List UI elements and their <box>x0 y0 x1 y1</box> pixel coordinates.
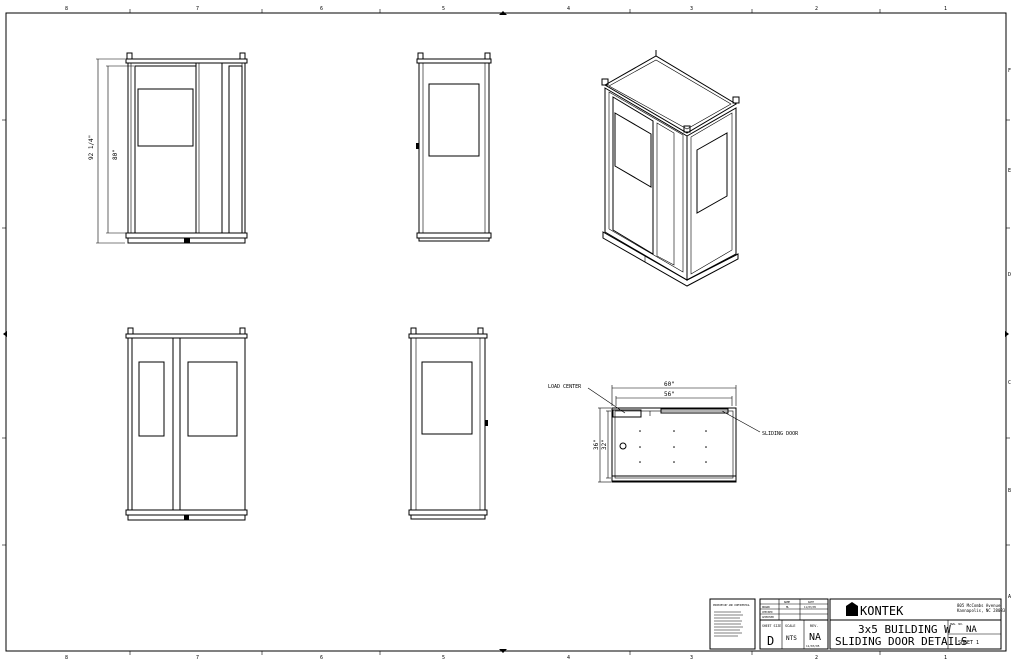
name-label: NAME <box>784 600 791 604</box>
center-mark-left <box>3 331 7 337</box>
sheet-size-label: SHEET SIZE <box>762 624 781 628</box>
callout-load-center: LOAD CENTER <box>548 384 582 390</box>
drawn-by: ML <box>786 605 790 609</box>
col-label-top-4: 5 <box>442 6 445 12</box>
dwg-no-value: NA <box>966 625 977 635</box>
drawn-date: 11/03/05 <box>804 605 817 609</box>
company-address-line2: Kannapolis, NC 28083 <box>957 608 1006 613</box>
col-label-top-5: 4 <box>567 6 570 12</box>
scale-value: NTS <box>786 635 797 642</box>
col-label-top-2: 7 <box>196 6 199 12</box>
col-label-top-8: 1 <box>944 6 947 12</box>
row-label-5: B <box>1008 488 1011 494</box>
col-label-top-7: 2 <box>815 6 818 12</box>
col-label-bottom-5: 4 <box>567 655 570 661</box>
col-label-bottom-6: 3 <box>690 655 693 661</box>
col-label-bottom-8: 1 <box>944 655 947 661</box>
drawing-border: 8 7 6 5 4 3 2 1 8 7 6 5 4 3 2 1 F E D C … <box>2 6 1011 661</box>
approved-label: APPROVED <box>762 615 775 619</box>
plan-view: 60" 56" 36" 32" LOAD CENTER SLIDING DOOR <box>548 381 799 483</box>
row-label-1: F <box>1008 68 1011 74</box>
col-label-top-3: 6 <box>320 6 323 12</box>
col-label-bottom-1: 8 <box>65 655 68 661</box>
scale-label: SCALE <box>785 624 796 628</box>
sheet-size-value: D <box>767 634 774 648</box>
dim-plan-outer-width: 60" <box>664 381 675 388</box>
center-mark-right <box>1005 331 1009 337</box>
rear-elevation-view <box>125 327 248 521</box>
dim-overall-height: 92 1/4" <box>88 135 95 160</box>
drawing-title-line1: 3x5 BUILDING W <box>858 623 951 636</box>
date-label: DATE <box>808 600 815 604</box>
dim-plan-inner-depth: 32" <box>601 439 608 450</box>
title-block: PROPRIETARY AND CONFIDENTIAL NAME DATE D… <box>709 598 1006 650</box>
callout-sliding-door: SLIDING DOOR <box>762 431 799 437</box>
row-label-2: E <box>1008 168 1011 174</box>
kontek-logo-icon <box>846 602 858 616</box>
dim-plan-inner-width: 56" <box>664 391 675 398</box>
col-label-bottom-4: 5 <box>442 655 445 661</box>
col-label-top-6: 3 <box>690 6 693 12</box>
side-elevation-view-bottom <box>408 327 488 520</box>
dwg-no-label: DWG. NO. <box>950 622 964 626</box>
rev-date: 11/03/05 <box>806 644 820 648</box>
company-name: KONTEK <box>860 604 904 618</box>
col-label-bottom-3: 6 <box>320 655 323 661</box>
isometric-view <box>601 50 740 287</box>
dim-door-height: 80" <box>112 149 119 160</box>
row-label-4: C <box>1008 380 1011 386</box>
center-mark-bottom <box>499 649 507 653</box>
side-elevation-view-top <box>416 52 492 242</box>
row-label-3: D <box>1008 272 1011 278</box>
company-address-line1: 805 McCombs Avenue <box>957 603 1001 608</box>
row-label-6: A <box>1008 594 1011 600</box>
sheet-number: SHEET 1 <box>958 640 979 646</box>
col-label-bottom-2: 7 <box>196 655 199 661</box>
front-elevation-view: 92 1/4" 80" <box>88 52 248 244</box>
dim-plan-outer-depth: 36" <box>593 439 600 450</box>
rev-label: REV. <box>810 624 818 628</box>
col-label-bottom-7: 2 <box>815 655 818 661</box>
center-mark-top <box>499 11 507 15</box>
col-label-top-1: 8 <box>65 6 68 12</box>
proprietary-heading: PROPRIETARY AND CONFIDENTIAL <box>713 604 751 607</box>
rev-value: NA <box>809 632 821 643</box>
drawn-label: DRAWN <box>762 605 770 609</box>
checked-label: CHECKED <box>762 610 773 614</box>
drawing-title-line2: SLIDING DOOR DETAILS <box>835 635 967 648</box>
